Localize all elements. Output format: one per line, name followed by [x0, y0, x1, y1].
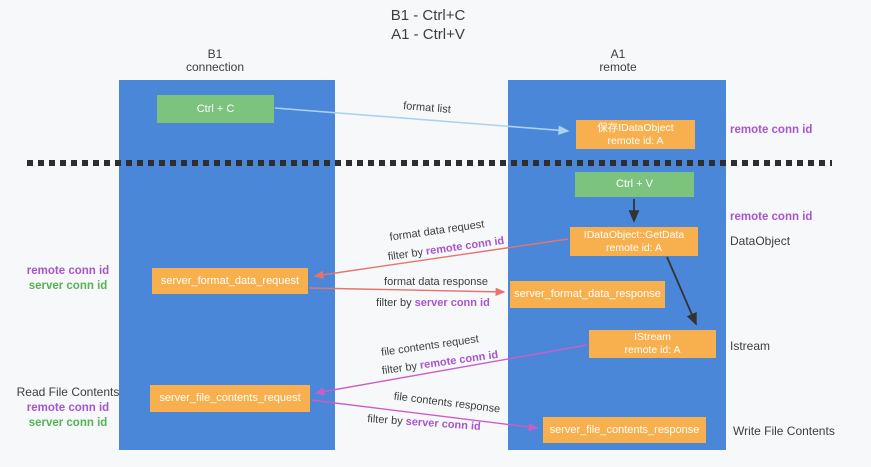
node-ctrl-v-label: Ctrl + V — [616, 178, 653, 190]
page-title-line2: A1 - Ctrl+V — [391, 26, 465, 43]
lane-b1-title: B1 — [207, 47, 223, 61]
label-remote-conn-id-right-2: remote conn id — [730, 211, 813, 223]
node-server-file-contents-request: server_file_contents_request — [150, 385, 310, 412]
filter-by-text: filter by — [387, 246, 424, 264]
node-istream-line2: remote id: A — [624, 344, 681, 356]
node-save-idataobject-line1: 保存IDataObject — [597, 121, 674, 134]
node-istream-line1: IStream — [634, 331, 671, 343]
node-idataobject-getdata-line1: IDataObject::GetData — [583, 228, 685, 241]
filter-by-text: filter by — [366, 413, 404, 428]
server-conn-id-keyword: server conn id — [414, 297, 490, 309]
node-server-file-contents-response: server_file_contents_response — [543, 417, 706, 443]
label-server-conn-id-left-1: server conn id — [28, 280, 108, 292]
remote-conn-id-keyword: remote conn id — [419, 348, 499, 372]
label-format-list: format list — [402, 100, 452, 116]
filter-by-text: filter by — [381, 360, 418, 378]
node-server-file-contents-response-label: server_file_contents_response — [549, 423, 700, 436]
node-istream: IStream remote id: A — [589, 330, 716, 358]
lane-a1-title: A1 — [610, 47, 626, 61]
node-ctrl-c-label: Ctrl + C — [196, 102, 235, 115]
filter-by-text: filter by — [376, 297, 412, 309]
label-format-data-response: format data response — [384, 276, 488, 288]
server-conn-id-keyword: server conn id — [405, 415, 482, 433]
lane-b1-subtitle: connection — [185, 60, 245, 74]
arrow-format-data-response — [308, 287, 506, 297]
node-server-format-data-response: server_format_data_response — [510, 281, 665, 308]
page-title-line1: B1 - Ctrl+C — [390, 7, 466, 24]
label-file-contents-response: file contents response — [393, 390, 501, 416]
label-istream: Istream — [730, 339, 771, 353]
node-ctrl-c: Ctrl + C — [157, 95, 274, 123]
page-title: B1 - Ctrl+C A1 - Ctrl+V — [0, 6, 856, 44]
label-remote-conn-id-left-1: remote conn id — [26, 265, 110, 277]
divider-dashed — [27, 160, 832, 166]
node-idataobject-getdata-line2: remote id: A — [605, 241, 663, 254]
lane-a1-header: A1 remote — [558, 48, 678, 74]
label-dataobject: DataObject — [730, 234, 791, 248]
node-server-format-data-response-label: server_format_data_response — [514, 288, 661, 300]
label-server-conn-id-left-2: server conn id — [28, 417, 108, 429]
node-server-format-data-request-label: server_format_data_request — [160, 274, 300, 287]
node-server-format-data-request: server_format_data_request — [152, 268, 308, 294]
label-write-file-contents: Write File Contents — [733, 424, 835, 438]
left-conn-id-group-1: remote conn id server conn id — [10, 264, 126, 294]
lane-a1-subtitle: remote — [599, 60, 637, 74]
label-remote-conn-id-left-2: remote conn id — [26, 402, 110, 414]
node-ctrl-v: Ctrl + V — [575, 172, 694, 197]
label-remote-conn-id-right-1: remote conn id — [730, 124, 813, 136]
node-save-idataobject-line2: remote id: A — [607, 134, 664, 147]
left-conn-id-group-2: Read File Contents remote conn id server… — [10, 384, 126, 431]
lane-b1-header: B1 connection — [155, 48, 275, 74]
node-idataobject-getdata: IDataObject::GetData remote id: A — [570, 227, 698, 256]
node-server-file-contents-request-label: server_file_contents_request — [159, 392, 301, 404]
node-save-idataobject: 保存IDataObject remote id: A — [576, 120, 695, 149]
remote-conn-id-keyword: remote conn id — [425, 234, 505, 258]
label-read-file-contents: Read File Contents — [16, 385, 120, 399]
